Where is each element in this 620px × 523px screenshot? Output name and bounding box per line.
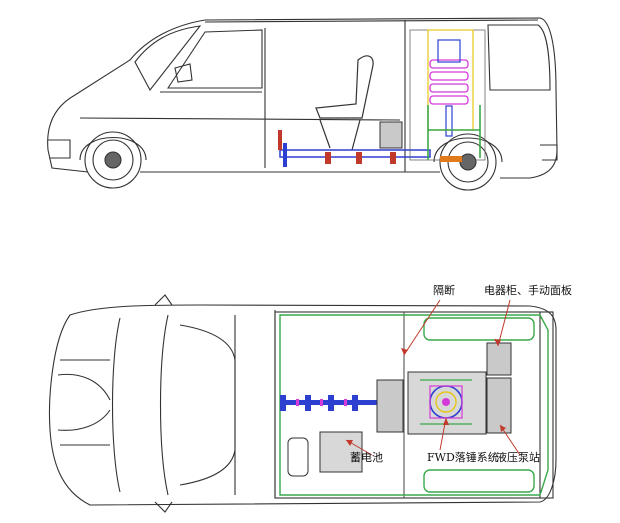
leader-cabinet <box>497 299 511 347</box>
side-rear-bumper <box>540 144 558 161</box>
side-interior <box>278 29 486 167</box>
top-battery-box <box>319 431 363 473</box>
top-body-outline <box>48 304 557 506</box>
top-battery-block <box>376 379 404 433</box>
side-roof-line <box>204 19 539 23</box>
side-front-bumper <box>48 139 71 159</box>
top-electrical-cabinet <box>486 342 512 376</box>
leader-partition <box>403 299 441 356</box>
side-battery-box <box>379 121 403 149</box>
side-mirror <box>174 63 193 83</box>
top-green-outlines <box>279 314 549 496</box>
side-seat <box>315 55 374 151</box>
side-door-lines <box>79 20 406 172</box>
top-cargo-area <box>274 311 554 499</box>
side-front-window <box>166 29 263 89</box>
top-hood <box>111 310 276 498</box>
label-hydraulic-station: 液压泵站 <box>496 450 540 464</box>
top-windshield <box>179 324 236 486</box>
side-rear-window <box>487 24 551 91</box>
side-body-outline <box>47 17 558 179</box>
label-fwd-system: FWD落锤系统 <box>427 450 499 464</box>
top-hydraulic-station <box>486 377 512 434</box>
side-view <box>47 17 558 191</box>
side-fwd-legs <box>427 105 481 160</box>
top-view <box>48 294 557 513</box>
side-floor-rail <box>279 149 431 158</box>
top-mirror-right <box>154 501 173 513</box>
side-windshield <box>134 25 202 92</box>
top-front-grille <box>57 359 111 446</box>
label-partition: 隔断 <box>433 283 455 297</box>
side-front-wheel <box>84 131 142 189</box>
side-fwd-spring-stack <box>429 59 469 105</box>
side-fwd-frame <box>409 29 486 161</box>
label-battery: 蓄电池 <box>350 451 383 464</box>
label-electrical-cabinet: 电器柜、手动面板 <box>484 283 572 297</box>
top-mirror-left <box>154 294 173 306</box>
top-seat-outline <box>287 437 309 477</box>
